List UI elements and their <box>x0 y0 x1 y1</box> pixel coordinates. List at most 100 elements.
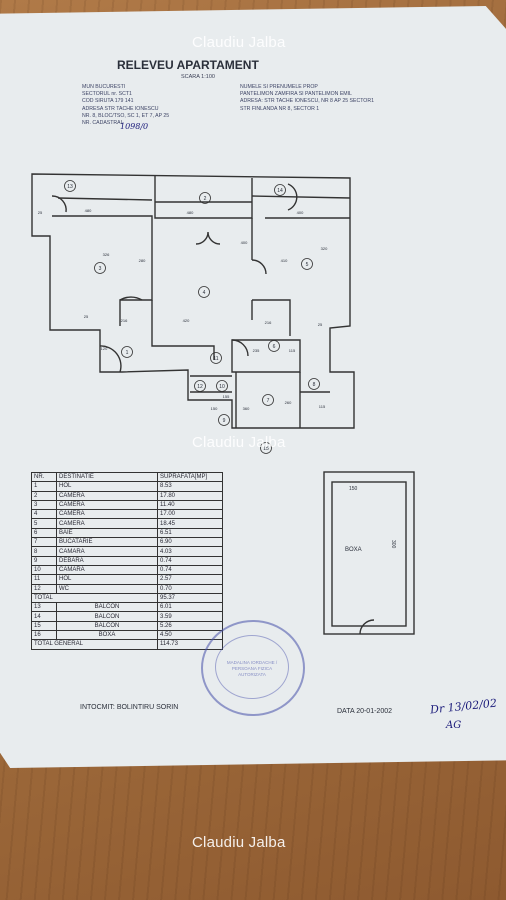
table-cell: 9 <box>31 555 57 566</box>
right-info-block: NUMELE SI PRENUMELE PROP PANTELIMON ZAMF… <box>240 84 374 113</box>
table-cell: CAMERA <box>56 509 158 520</box>
handwritten-initials: AG <box>446 720 462 731</box>
dimension-label: 480 <box>187 210 194 215</box>
dimension-label: 150 <box>211 406 218 411</box>
cadastral-handwritten: 1098/0 <box>120 122 149 131</box>
storage-width: 150 <box>349 486 358 492</box>
storage-label: BOXA <box>345 547 362 553</box>
dimension-label: 216 <box>121 318 128 323</box>
table-cell: 5.26 <box>157 620 223 632</box>
table-cell: 10 <box>31 564 57 576</box>
author-line: INTOCMIT: BOLINTIRU SORIN <box>80 704 179 711</box>
info-line: SECTORUL nr. SCT1 <box>82 91 132 98</box>
table-cell: 8.53 <box>157 481 223 492</box>
dimension-label: 115 <box>289 348 296 353</box>
room-marker: 10 <box>219 384 225 390</box>
table-header: DESTINATIE <box>56 471 158 483</box>
table-cell: WC <box>56 583 158 594</box>
table-cell: HOL <box>56 481 158 492</box>
dimension-label: 280 <box>139 258 146 263</box>
table-cell: HOL <box>56 574 158 585</box>
info-line: NUMELE SI PRENUMELE PROP <box>240 84 318 90</box>
info-line: ADRESA: STR TACHE IONESCU, NR 8 AP 25 SE… <box>240 98 374 105</box>
table-cell: BALCON <box>56 602 158 613</box>
table-cell: DEBARA <box>56 555 158 566</box>
table-cell: 16 <box>31 630 57 641</box>
table-cell: 17.00 <box>157 509 223 520</box>
room-marker: 7 <box>267 398 270 404</box>
table-cell: 6.01 <box>157 602 223 613</box>
table-cell: 4.03 <box>157 546 223 557</box>
grand-total-label: TOTAL GENERAL <box>31 639 158 650</box>
table-cell: 1 <box>31 481 57 492</box>
table-cell: 18.45 <box>157 518 223 529</box>
table-cell: 11.40 <box>157 499 223 511</box>
dimension-label: 326 <box>103 252 110 257</box>
table-header-row: NR. DESTINATIE SUPRAFATA[MP] <box>31 471 223 483</box>
table-cell: 6 <box>31 527 57 539</box>
table-cell: 0.70 <box>157 583 223 594</box>
table-cell: 15 <box>31 620 57 632</box>
table-cell: BUCATARIE <box>56 537 158 548</box>
dimension-label: 480 <box>85 208 92 213</box>
room-marker: 2 <box>204 196 207 202</box>
table-cell: 13 <box>31 602 57 613</box>
official-stamp-inner-ring <box>215 635 289 699</box>
table-cell: 7 <box>31 537 57 548</box>
table-cell: BALCON <box>56 611 158 622</box>
info-line: NR. CADASTRAL <box>82 120 124 127</box>
room-marker: 4 <box>203 290 206 296</box>
table-cell: 6.51 <box>157 527 223 539</box>
room-marker: 8 <box>313 382 316 388</box>
table-cell: 6.90 <box>157 537 223 548</box>
table-cell: BALCON <box>56 620 158 632</box>
info-line: ADRESA STR TACHE IONESCU <box>82 105 159 112</box>
room-marker: 14 <box>277 188 283 194</box>
dimension-label: 25 <box>318 322 323 327</box>
table-cell: 2 <box>31 490 57 501</box>
room-marker: 6 <box>273 344 276 350</box>
table-cell: 12 <box>31 583 57 594</box>
room-marker: 9 <box>223 418 226 424</box>
table-cell: 11 <box>31 574 57 585</box>
dimension-label: 115 <box>319 404 326 409</box>
table-cell: 17.80 <box>157 490 223 501</box>
dimension-label: 320 <box>321 246 328 251</box>
info-line: PANTELIMON ZAMFIRA SI PANTELIMON EMIL <box>240 91 352 98</box>
table-cell: 3 <box>31 499 57 511</box>
stamp-text: MADALINA IORDACHE / PERSOANA FIZICA AUTO… <box>226 660 278 677</box>
dimension-label: 216 <box>265 320 272 325</box>
table-cell: 14 <box>31 611 57 622</box>
dimension-label: 360 <box>243 406 250 411</box>
table-cell: CAMERA <box>56 499 158 511</box>
room-marker: 12 <box>197 384 203 390</box>
table-header: SUPRAFATA[MP] <box>157 471 223 483</box>
room-marker: 1 <box>126 350 129 356</box>
room-marker: 13 <box>67 184 73 190</box>
info-line: NR. 8, BLOC/TSO, SC 1, ET 7, AP 25 <box>82 112 170 119</box>
table-cell: BOXA <box>56 630 158 641</box>
watermark-bottom: Claudiu Jalba <box>192 834 286 851</box>
room-marker: 5 <box>306 262 309 268</box>
dimension-label: 420 <box>183 318 190 323</box>
table-cell: CAMARA <box>56 546 158 557</box>
table-cell: 0.74 <box>157 564 223 576</box>
dimension-label: 120 <box>101 346 108 351</box>
table-cell: CAMERA <box>56 518 158 529</box>
table-cell: 0.74 <box>157 555 223 566</box>
table-cell: 5 <box>31 518 57 529</box>
